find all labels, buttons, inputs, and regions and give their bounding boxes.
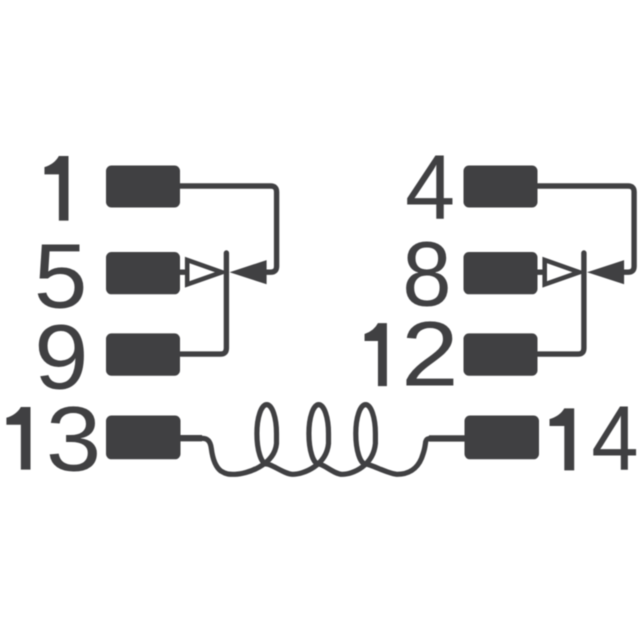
- svg-text:9: 9: [34, 306, 88, 409]
- svg-text:8: 8: [402, 223, 451, 326]
- svg-text:2: 2: [401, 303, 458, 406]
- svg-text:3: 3: [46, 388, 101, 491]
- svg-text:4: 4: [405, 137, 455, 239]
- svg-text:4: 4: [591, 387, 638, 490]
- svg-text:5: 5: [34, 225, 87, 328]
